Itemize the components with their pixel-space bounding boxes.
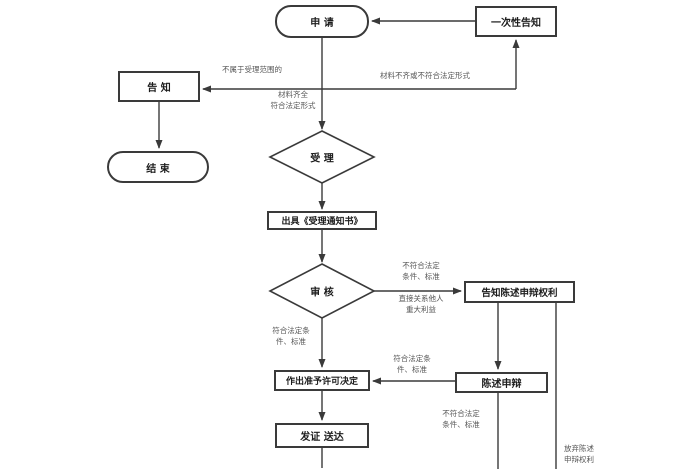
node-decision: 作出准予许可决定 <box>274 370 370 391</box>
node-accept-diamond <box>268 130 376 184</box>
edge-label-pass-statement: 符合法定条 件、标准 <box>393 354 431 374</box>
node-notify-rights-label: 告知陈述申辩权利 <box>481 288 558 299</box>
node-review-diamond <box>268 263 376 319</box>
edge-label-fail-statement: 不符合法定 条件、标准 <box>442 409 480 429</box>
node-end: 结 束 <box>107 151 209 183</box>
node-one-time-notice: 一次性告知 <box>475 6 557 37</box>
node-apply: 申 请 <box>275 5 369 38</box>
edge-label-waive: 放弃陈述 申辩权利 <box>564 444 594 464</box>
node-statement: 陈述申辩 <box>455 372 548 393</box>
node-decision-label: 作出准予许可决定 <box>285 377 358 387</box>
node-deliver: 发证 送达 <box>275 423 369 448</box>
node-one-time-notice-label: 一次性告知 <box>491 18 541 29</box>
edge-label-fail-review-lower: 直接关系他人 重大利益 <box>398 294 444 314</box>
edge-label-materials-incomplete: 材料不齐或不符合法定形式 <box>380 71 470 80</box>
node-end-label: 结 束 <box>146 163 170 175</box>
node-statement-label: 陈述申辩 <box>481 379 522 390</box>
node-issue-notice: 出具《受理通知书》 <box>267 211 377 230</box>
node-deliver-label: 发证 送达 <box>300 432 344 443</box>
edge-label-not-in-scope: 不属于受理范围的 <box>222 65 282 74</box>
edge-label-fail-review-upper: 不符合法定 条件、标准 <box>402 261 440 281</box>
node-accept-label: 受 理 <box>310 153 334 165</box>
node-notify-rights: 告知陈述申辩权利 <box>464 281 575 303</box>
node-notify-label: 告 知 <box>147 83 171 94</box>
edge-label-materials-ok: 材料齐全 符合法定形式 <box>270 90 316 110</box>
node-notify: 告 知 <box>118 71 200 102</box>
node-apply-label: 申 请 <box>310 18 334 29</box>
edge-label-pass-review: 符合法定条 件、标准 <box>272 326 310 346</box>
node-review-label: 审 核 <box>310 287 334 299</box>
node-issue-notice-label: 出具《受理通知书》 <box>281 217 363 227</box>
